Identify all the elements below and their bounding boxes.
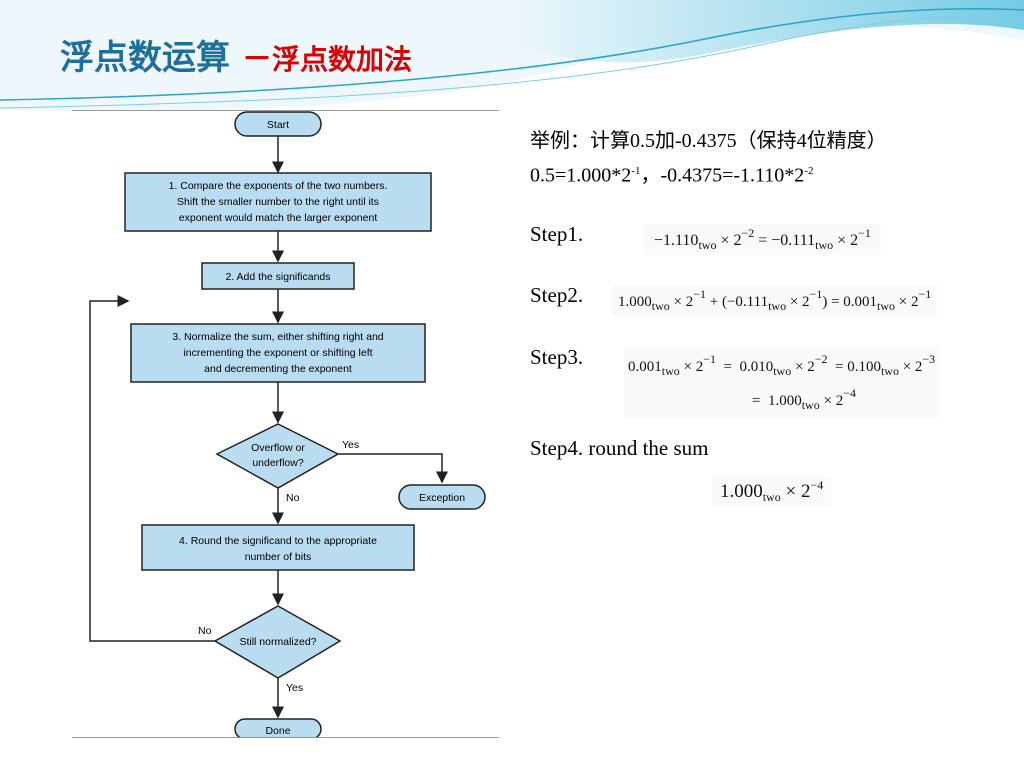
- step4-label: Step4. round the sum: [530, 436, 709, 460]
- example-text: 举例：计算0.5加-0.4375（保持4位精度） 0.5=1.000*2-1，-…: [530, 126, 887, 191]
- formula-step2: 1.000two × 2−1 + (−0.111two × 2−1) = 0.0…: [612, 285, 938, 316]
- header-wave-decoration: [0, 0, 1024, 112]
- flow-step4-line2: number of bits: [245, 551, 312, 563]
- flow-step3: 3. Normalize the sum, either shifting ri…: [130, 323, 426, 383]
- flow-step1-line2: Shift the smaller number to the right un…: [177, 196, 379, 208]
- formula-step3-line2: = 1.000two × 2−4: [752, 386, 856, 412]
- flow-exception-label: Exception: [419, 492, 465, 504]
- flow-yes2-label: Yes: [286, 682, 303, 694]
- title-sub: 浮点数加法: [272, 43, 413, 76]
- flow-step3-line1: 3. Normalize the sum, either shifting ri…: [172, 331, 383, 343]
- flow-step1-line1: 1. Compare the exponents of the two numb…: [169, 180, 388, 192]
- flow-no2-label: No: [198, 625, 212, 637]
- formula-step3: 0.001two × 2−1 = 0.010two × 2−2 = 0.100t…: [624, 346, 940, 418]
- formula-step4: 1.000two × 2−4: [712, 476, 832, 507]
- flow-overflow-line2: underflow?: [252, 457, 304, 469]
- flowchart-figure: Start 1. Compare the exponents of the tw…: [72, 110, 499, 738]
- flow-start: Start: [234, 111, 322, 137]
- formula-step3-line1: 0.001two × 2−1 = 0.010two × 2−2 = 0.100t…: [628, 352, 936, 378]
- example-line2: 0.5=1.000*2-1，-0.4375=-1.110*2-2: [530, 164, 814, 187]
- flow-normalized-label: Still normalized?: [239, 636, 316, 648]
- flow-step4: 4. Round the significand to the appropri…: [141, 524, 415, 571]
- flow-step3-line3: and decrementing the exponent: [204, 363, 352, 375]
- flow-step2: 2. Add the significands: [201, 262, 355, 290]
- title-dash: －: [242, 42, 272, 77]
- formula-step1: −1.110two × 2−2 = −0.111two × 2−1: [644, 224, 881, 255]
- flow-step2-label: 2. Add the significands: [225, 271, 330, 283]
- flowchart-svg: Start 1. Compare the exponents of the tw…: [89, 111, 486, 737]
- slide-title: 浮点数运算 －浮点数加法: [60, 30, 412, 79]
- flow-normalized-decision: Still normalized?: [213, 605, 342, 679]
- flow-done-label: Done: [265, 725, 290, 737]
- title-main: 浮点数运算: [60, 38, 230, 78]
- flow-step4-line1: 4. Round the significand to the appropri…: [179, 535, 377, 547]
- flow-yes1-label: Yes: [342, 439, 359, 451]
- step1-label: Step1.: [530, 222, 584, 246]
- flow-overflow-line1: Overflow or: [251, 442, 305, 454]
- flow-step3-line2: incrementing the exponent or shifting le…: [183, 347, 372, 359]
- step2-label: Step2.: [530, 283, 584, 307]
- flow-exception: Exception: [398, 484, 486, 510]
- flow-step1-line3: exponent would match the larger exponent: [179, 212, 378, 224]
- flow-start-label: Start: [267, 119, 289, 131]
- flow-step1: 1. Compare the exponents of the two numb…: [124, 172, 432, 232]
- step3-label: Step3.: [530, 345, 584, 369]
- flow-no1-label: No: [286, 492, 300, 504]
- flow-done: Done: [234, 718, 322, 737]
- example-line1: 举例：计算0.5加-0.4375（保持4位精度）: [530, 130, 887, 152]
- flow-overflow-decision: Overflow or underflow?: [215, 423, 340, 489]
